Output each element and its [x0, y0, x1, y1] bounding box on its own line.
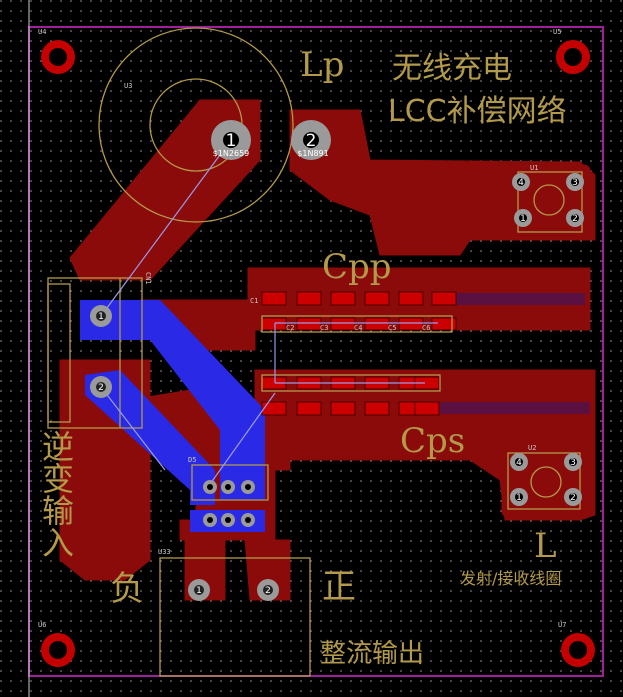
u2-pad-3-number: 3: [570, 458, 576, 468]
ref-u3: U3: [124, 82, 132, 90]
ref-u1: U1: [530, 164, 538, 172]
title-line-2: LCC补偿网络: [388, 94, 567, 129]
title-line-1: 无线充电: [392, 51, 512, 86]
label-cpp: Cpp: [322, 247, 392, 287]
pad-numbers: 1 2 1 2 1 2 4 3 1 2 4 3 1 2: [98, 131, 578, 596]
label-l: L: [534, 526, 557, 566]
cps-pads: [261, 376, 440, 416]
label-positive: 正: [322, 567, 356, 607]
ref-u2: U2: [528, 444, 536, 452]
ref-u5: U5: [553, 28, 561, 36]
ref-cn1: CN1: [144, 272, 152, 285]
cap-traces: [440, 293, 590, 414]
ref-c2: C2: [286, 324, 294, 332]
net-label-1: $1N2659: [213, 149, 250, 158]
u2-pad-4-number: 4: [516, 458, 522, 468]
lp-pad-1-number: 1: [226, 131, 237, 151]
u2-pad-1-number: 1: [516, 493, 522, 503]
net-label-2: $1N891: [297, 149, 328, 158]
label-inverter-input: 逆变输入: [37, 430, 75, 558]
designators: U4 U5 U6 U7 U3 U33 D5 U1 U2 CN1 C1 C2 C3…: [38, 28, 566, 629]
label-cps: Cps: [400, 421, 465, 461]
u1-pad-2-number: 2: [572, 214, 578, 224]
cn1-pad-2-number: 2: [98, 383, 104, 393]
ref-c1: C1: [250, 297, 258, 305]
u1-pad-4-number: 4: [518, 178, 524, 188]
ref-u7: U7: [558, 621, 566, 629]
ref-c3: C3: [320, 324, 328, 332]
u33-pad-2-number: 2: [265, 586, 271, 596]
label-negative: 负: [110, 569, 144, 609]
cn1-pad-1-number: 1: [98, 312, 104, 322]
u1-pad-1-number: 1: [520, 214, 526, 224]
ref-u33: U33: [158, 548, 171, 556]
ref-c5: C5: [388, 324, 396, 332]
u2-pad-2-number: 2: [570, 493, 576, 503]
label-lp: Lp: [300, 45, 344, 85]
ref-c4: C4: [354, 324, 362, 332]
ref-c6: C6: [422, 324, 430, 332]
ref-u4: U4: [38, 28, 46, 36]
cpp-pads: [261, 291, 457, 331]
label-rectifier-output: 整流输出: [320, 639, 424, 669]
tht-pads: [90, 120, 584, 601]
ref-u6: U6: [38, 621, 46, 629]
ratsnest: [100, 139, 438, 488]
mounting-holes: [41, 40, 595, 667]
silk-labels: Lp 无线充电 LCC补偿网络 Cpp Cps L 发射/接收线圈 负 正 整流…: [37, 45, 567, 669]
u1-pad-3-number: 3: [572, 178, 578, 188]
ref-d5: D5: [188, 456, 196, 464]
lp-pad-2-number: 2: [306, 131, 317, 151]
label-coil: 发射/接收线圈: [460, 569, 561, 588]
u33-pad-1-number: 1: [196, 586, 202, 596]
